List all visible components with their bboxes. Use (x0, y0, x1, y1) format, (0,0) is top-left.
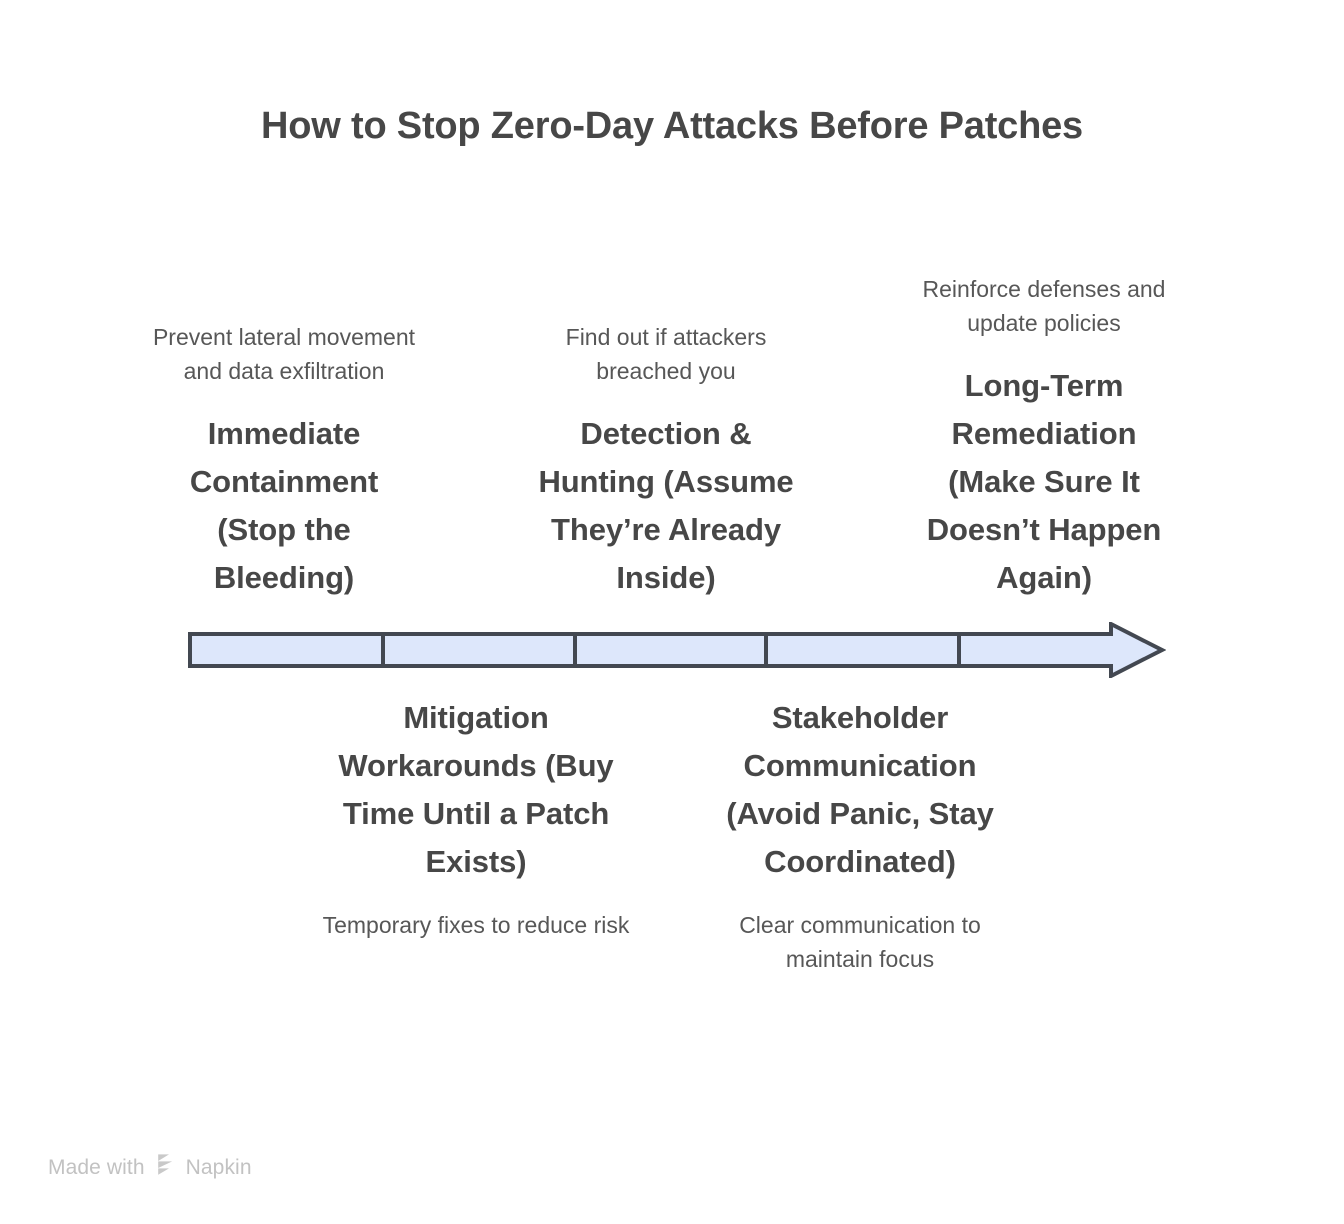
napkin-chevron-logo-icon (154, 1153, 177, 1182)
stage-4-description: Clear communication to maintain focus (739, 912, 981, 973)
stage-5-description: Reinforce defenses and update policies (922, 275, 1166, 336)
stage-column-5: Reinforce defenses and update policies L… (908, 190, 1180, 602)
watermark-brand-label: Napkin (185, 1155, 252, 1179)
page-title: How to Stop Zero-Day Attacks Before Patc… (261, 105, 1083, 147)
stage-2-description: Temporary fixes to reduce risk (322, 912, 630, 939)
stage-3-description: Find out if attackers breached you (565, 323, 767, 384)
watermark-made-with-label: Made with (48, 1155, 145, 1179)
stage-column-2: Mitigation Workarounds (Buy Time Until a… (318, 694, 634, 942)
stage-5-title: Long-Term Remediation (Make Sure It Does… (926, 367, 1162, 595)
timeline-arrow-svg (188, 620, 1167, 680)
stage-1-description: Prevent lateral movement and data exfilt… (152, 323, 416, 384)
stage-3-title: Detection & Hunting (Assume They’re Alre… (538, 415, 794, 595)
stage-4-title: Stakeholder Communication (Avoid Panic, … (726, 700, 994, 880)
napkin-watermark: Made with Napkin (48, 1153, 252, 1182)
timeline-arrow (186, 620, 1167, 680)
arrow-shape (188, 620, 1167, 680)
stage-column-1: Prevent lateral movement and data exfilt… (150, 190, 418, 602)
stage-2-title: Mitigation Workarounds (Buy Time Until a… (338, 700, 614, 880)
stage-1-title: Immediate Containment (Stop the Bleeding… (189, 415, 379, 595)
stage-column-3: Find out if attackers breached you Detec… (528, 190, 804, 602)
stage-column-4: Stakeholder Communication (Avoid Panic, … (700, 694, 1020, 976)
